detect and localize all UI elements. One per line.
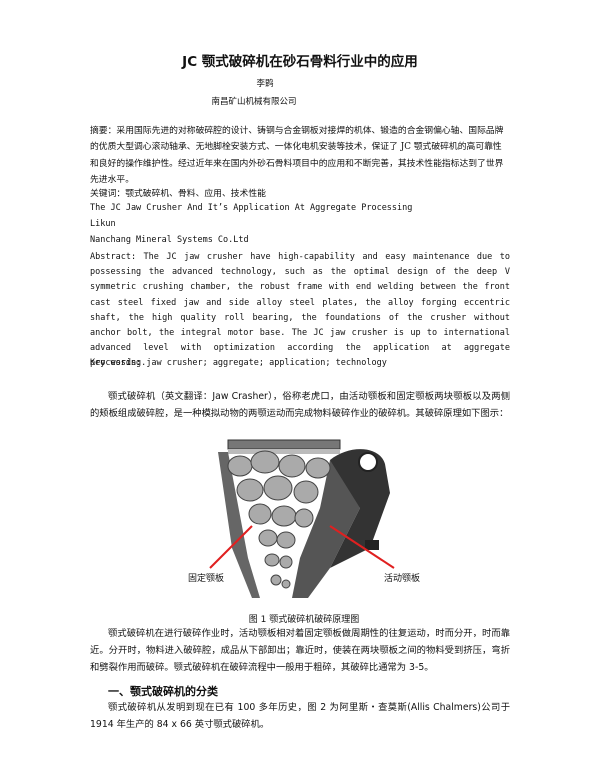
figure-caption: 图 1 颚式破碎机破碎原理图	[248, 615, 360, 625]
author: 李鹍	[256, 79, 274, 89]
label-fixed-jaw: 固定颚板	[188, 574, 225, 584]
paragraph-principle: 颚式破碎机在进行破碎作业时，活动颚板相对着固定颚板做周期性的往复运动，时而分开，…	[90, 628, 510, 673]
abstract-en: Abstract: The JC jaw crusher have high-c…	[90, 252, 510, 369]
affiliation-en: Nanchang Mineral Systems Co.Ltd	[90, 235, 249, 245]
pitman-arm	[330, 449, 390, 568]
arrow-fixed-jaw	[209, 525, 253, 569]
frame-top	[227, 439, 341, 450]
affiliation: 南昌矿山机械有限公司	[211, 97, 297, 107]
eccentric-shaft	[358, 452, 378, 472]
frame-top-inner	[228, 449, 340, 454]
section-heading: 一、颚式破碎机的分类	[108, 685, 218, 698]
arrow-moving-jaw	[329, 525, 395, 569]
author-en: Likun	[90, 219, 116, 229]
paragraph-history: 颚式破碎机从发明到现在已有 100 多年历史，图 2 为阿里斯・查莫斯(Alli…	[90, 702, 510, 730]
jaw-crusher-diagram	[209, 439, 395, 598]
title-en: The JC Jaw Crusher And It’s Application …	[90, 203, 413, 213]
toggle-plate	[365, 540, 379, 550]
paper-title: JC 颚式破碎机在砂石骨料行业中的应用	[182, 54, 418, 70]
rock-material	[227, 450, 331, 589]
abstract-cn: 摘要：采用国际先进的对称破碎腔的设计、铸钢与合金钢板对接焊的机体、锻造的合金钢偏…	[90, 126, 504, 185]
label-moving-jaw: 活动颚板	[384, 574, 421, 584]
moving-jaw	[292, 460, 360, 598]
keywords-en: Key words: jaw crusher; aggregate; appli…	[90, 358, 387, 368]
paragraph-intro: 颚式破碎机（英文翻译：Jaw Crasher），俗称老虎口，由活动颚板和固定颚板…	[90, 391, 510, 419]
fixed-jaw	[218, 452, 260, 598]
keywords-cn: 关键词：颚式破碎机、骨料、应用、技术性能	[90, 189, 266, 199]
